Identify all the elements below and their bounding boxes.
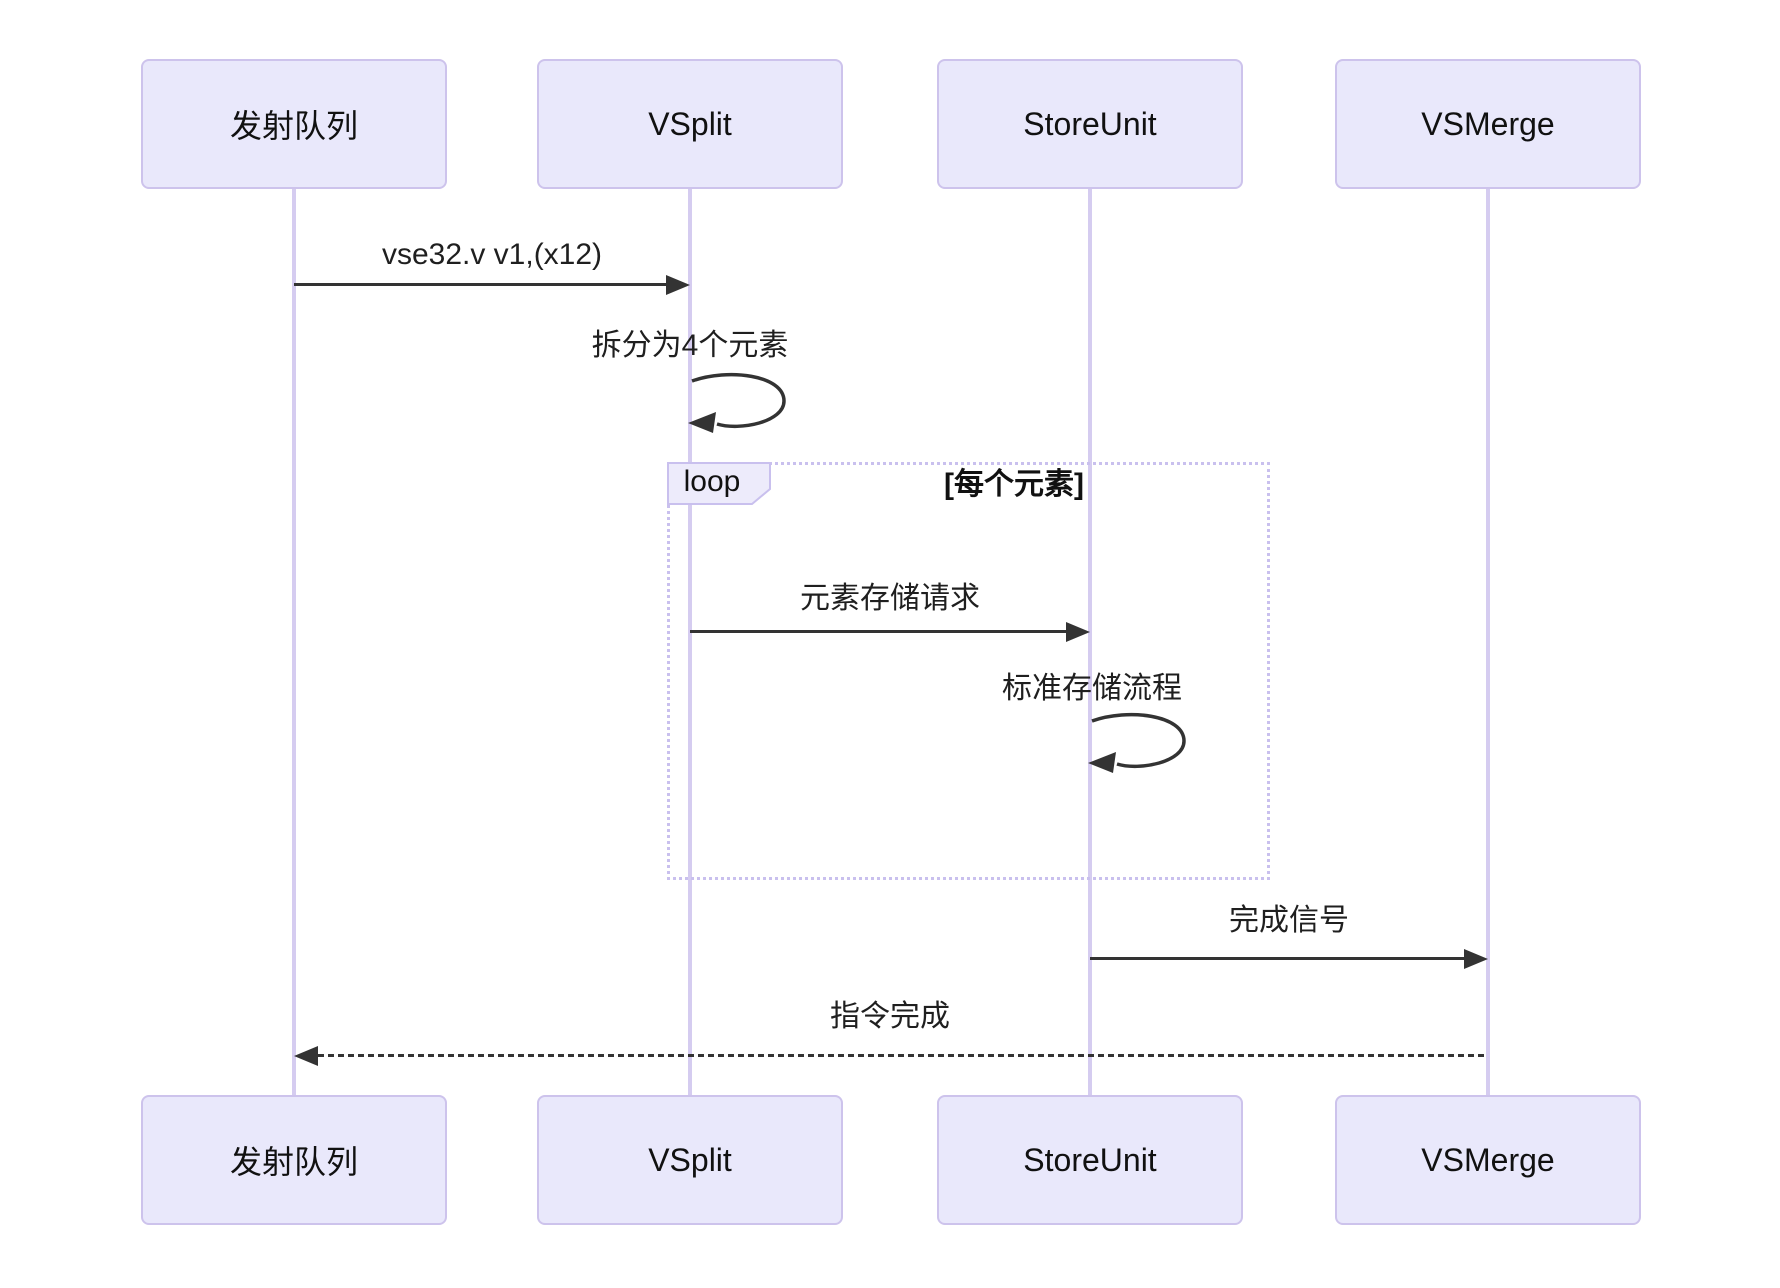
actor-launch-queue-bottom: 发射队列 <box>141 1095 447 1225</box>
message-label-instr-complete: 指令完成 <box>830 1000 950 1033</box>
self-message-label-split: 拆分为4个元素 <box>591 329 789 362</box>
actor-label: VSplit <box>648 1141 732 1178</box>
arrowhead-right-icon <box>1464 949 1488 969</box>
self-loop-arrow-icon <box>688 372 786 433</box>
lifeline-storeunit <box>1088 189 1092 1095</box>
actor-label: VSplit <box>648 105 732 142</box>
self-message-label-standard-store: 标准存储流程 <box>1002 672 1182 705</box>
loop-frame <box>667 462 1270 880</box>
loop-guard-label: [每个元素] <box>944 468 1084 501</box>
message-label-done-signal: 完成信号 <box>1229 904 1349 937</box>
actor-vsplit-bottom: VSplit <box>537 1095 843 1225</box>
lifeline-launch-queue <box>292 189 296 1095</box>
loop-label: loop <box>683 465 741 498</box>
actor-label: 发射队列 <box>229 1144 358 1180</box>
loop-label-box <box>667 462 771 505</box>
lifeline-vsmerge <box>1486 189 1490 1095</box>
actor-storeunit-top: StoreUnit <box>937 59 1243 189</box>
message-arrow-instr-complete <box>318 1054 1488 1057</box>
actor-label: VSMerge <box>1421 105 1555 142</box>
message-arrow-done-signal <box>1090 957 1464 960</box>
self-loop-arrow-icon <box>1088 712 1186 773</box>
message-label-vse32: vse32.v v1,(x12) <box>381 238 603 271</box>
message-arrow-store-request <box>690 630 1066 633</box>
lifeline-vsplit <box>688 189 692 1095</box>
actor-label: StoreUnit <box>1023 105 1157 142</box>
actor-launch-queue-top: 发射队列 <box>141 59 447 189</box>
arrowhead-right-icon <box>1066 622 1090 642</box>
actor-storeunit-bottom: StoreUnit <box>937 1095 1243 1225</box>
actor-vsplit-top: VSplit <box>537 59 843 189</box>
actor-vsmerge-bottom: VSMerge <box>1335 1095 1641 1225</box>
arrowhead-right-icon <box>666 275 690 295</box>
arrowhead-left-icon <box>294 1046 318 1066</box>
message-arrow-vse32 <box>294 283 668 286</box>
actor-label: VSMerge <box>1421 1141 1555 1178</box>
actor-vsmerge-top: VSMerge <box>1335 59 1641 189</box>
message-label-store-request: 元素存储请求 <box>800 582 980 615</box>
actor-label: 发射队列 <box>229 108 358 144</box>
actor-label: StoreUnit <box>1023 1141 1157 1178</box>
